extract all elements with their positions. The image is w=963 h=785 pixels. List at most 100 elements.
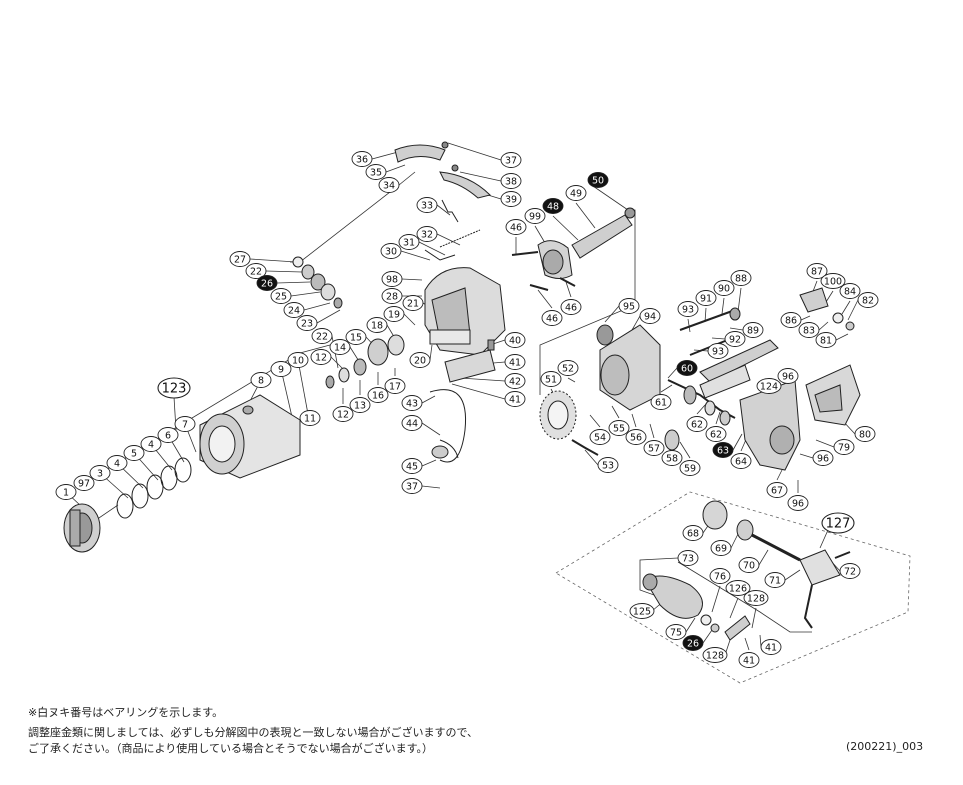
part-callout: 22 — [245, 263, 267, 279]
callout-badge — [270, 361, 292, 377]
part-callout: 93 — [707, 343, 729, 359]
callout-number: 94 — [644, 311, 656, 322]
handle-shaft-part — [702, 500, 851, 629]
callout-number: 76 — [714, 571, 726, 582]
callout-badge — [682, 635, 704, 651]
callout-number: 90 — [718, 283, 730, 294]
part-callout: 124 — [756, 378, 782, 394]
callout-badge — [380, 243, 402, 259]
part-callout: 62 — [686, 416, 708, 432]
part-callout: 9 — [270, 361, 292, 377]
leader-line — [715, 411, 721, 425]
callout-badge — [695, 290, 717, 306]
leader-line — [611, 405, 620, 419]
oscillation-slider-part — [679, 307, 779, 399]
callout-number: 63 — [717, 445, 729, 456]
callout-badge — [650, 394, 672, 410]
diagram-code: (200221)_003 — [846, 740, 924, 753]
leader-line — [737, 287, 742, 313]
handle-knob-part — [642, 573, 751, 641]
callout-number: 100 — [824, 276, 842, 287]
callout-number: 99 — [529, 211, 541, 222]
callout-badge — [760, 639, 782, 655]
callout-badge — [710, 540, 732, 556]
part-callout: 94 — [639, 308, 661, 324]
leader-line — [631, 413, 637, 428]
callout-number: 79 — [838, 442, 850, 453]
leader-line — [702, 629, 713, 644]
part-callout: 11 — [299, 410, 321, 426]
leader-line — [729, 597, 739, 619]
part-callout: 27 — [229, 251, 251, 267]
part-callout: 58 — [661, 450, 683, 466]
callout-number: 84 — [844, 286, 856, 297]
part-callout: 16 — [367, 387, 389, 403]
leader-line — [401, 278, 423, 281]
callout-number: 1 — [63, 487, 69, 498]
callout-badge — [542, 198, 564, 214]
part-callout: 41 — [760, 639, 782, 655]
callout-badge — [639, 308, 661, 324]
callout-number: 18 — [371, 320, 383, 331]
part-callout: 40 — [504, 332, 526, 348]
callout-badge — [643, 440, 665, 456]
callout-badge — [310, 349, 332, 365]
callout-number: 35 — [370, 167, 382, 178]
callout-number: 72 — [844, 566, 856, 577]
callout-badge — [597, 457, 619, 473]
part-callout: 36 — [351, 151, 373, 167]
callout-number: 36 — [356, 154, 368, 165]
callout-badge — [677, 301, 699, 317]
bearing-part-callout: 63 — [712, 442, 734, 458]
part-callout: 95 — [618, 298, 640, 314]
part-callout: 68 — [682, 525, 704, 541]
callout-number: 71 — [769, 575, 781, 586]
drive-gear-part — [539, 390, 680, 456]
callout-layer: 3635343738393332313050494899462722262524… — [55, 151, 879, 668]
spool-part — [199, 394, 301, 479]
part-callout: 6 — [157, 427, 179, 443]
callout-badge — [500, 191, 522, 207]
part-callout: 41 — [738, 652, 760, 668]
callout-badge — [587, 172, 609, 188]
callout-number: 4 — [114, 458, 120, 469]
callout-number: 22 — [250, 266, 262, 277]
part-callout: 86 — [780, 312, 802, 328]
leader-line — [421, 459, 437, 467]
callout-badge — [381, 271, 403, 287]
callout-number: 26 — [261, 278, 273, 289]
leader-line — [759, 634, 762, 648]
part-callout: 25 — [270, 288, 292, 304]
callout-number: 23 — [301, 318, 313, 329]
callout-badge — [730, 453, 752, 469]
assembly-badge — [821, 512, 855, 534]
leader-line — [303, 302, 331, 311]
leader-line — [711, 337, 726, 340]
callout-number: 62 — [710, 429, 722, 440]
part-callout: 44 — [401, 415, 423, 431]
callout-badge — [608, 420, 630, 436]
callout-number: 11 — [304, 413, 316, 424]
part-callout: 4 — [106, 455, 128, 471]
part-callout: 31 — [398, 234, 420, 250]
callout-number: 96 — [792, 498, 804, 509]
part-callout: 37 — [401, 478, 423, 494]
callout-number: 73 — [682, 553, 694, 564]
callout-number: 17 — [389, 381, 401, 392]
callout-badge — [756, 378, 782, 394]
callout-number: 86 — [785, 315, 797, 326]
callout-number: 80 — [859, 429, 871, 440]
callout-badge — [839, 563, 861, 579]
leader-line — [436, 233, 461, 246]
part-callout: 18 — [366, 317, 388, 333]
leader-line — [847, 299, 859, 321]
callout-badge — [332, 406, 354, 422]
callout-number: 83 — [803, 325, 815, 336]
callout-number: 46 — [510, 222, 522, 233]
part-callout: 62 — [705, 426, 727, 442]
leader-line — [565, 281, 572, 298]
part-callout: 92 — [724, 331, 746, 347]
callout-number: 45 — [406, 461, 418, 472]
leader-line — [459, 377, 506, 382]
callout-number: 16 — [372, 390, 384, 401]
